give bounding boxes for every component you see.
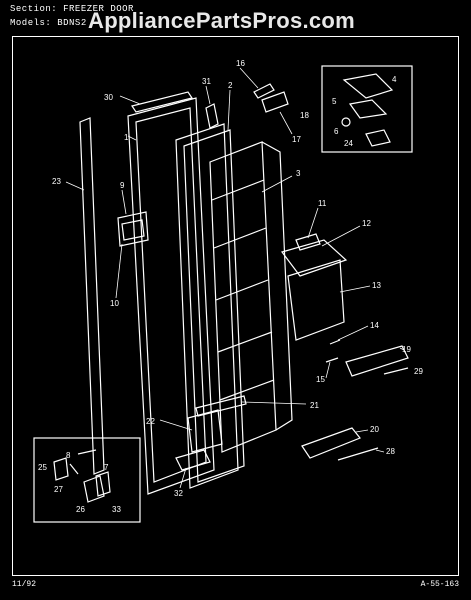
- models-line: Models: BDNS2: [10, 18, 87, 28]
- footer-date: 11/92: [12, 580, 37, 589]
- part-25-bracket: [53, 457, 69, 481]
- part-27-spring: [69, 463, 79, 475]
- part-16-hinge-pin: [253, 83, 275, 99]
- callout-2: 2: [228, 81, 233, 90]
- part-14-screw: [329, 339, 341, 345]
- callout-9: 9: [120, 181, 125, 190]
- callout-11: 11: [318, 199, 327, 208]
- diagram-frame: [12, 36, 459, 576]
- models-value: BDNS2: [57, 18, 87, 28]
- inset-hinge-box: [321, 65, 413, 153]
- callout-29: 29: [414, 367, 423, 376]
- inset-dispenser-box: [33, 437, 141, 523]
- callout-24: 24: [344, 139, 353, 148]
- callout-19: 19: [402, 345, 411, 354]
- part-21-bottom-gasket: [195, 395, 247, 417]
- callout-18: 18: [300, 111, 309, 120]
- part-20-handle: [301, 427, 361, 459]
- callout-15: 15: [316, 375, 325, 384]
- section-line: Section: FREEZER DOOR: [10, 4, 134, 14]
- callout-23: 23: [52, 177, 61, 186]
- part-26-lever: [83, 475, 105, 503]
- callout-5: 5: [332, 97, 337, 106]
- section-label: Section:: [10, 4, 58, 14]
- part-6-bushing: [341, 117, 351, 127]
- callout-26: 26: [76, 505, 85, 514]
- callout-14: 14: [370, 321, 379, 330]
- callout-1: 1: [124, 133, 129, 142]
- part-5-hinge: [348, 99, 388, 119]
- part-17-hinge-bracket: [261, 91, 289, 113]
- part-23-trim-strip: [79, 117, 105, 475]
- callout-21: 21: [310, 401, 319, 410]
- part-4-hinge-cover: [342, 73, 394, 99]
- callout-32: 32: [174, 489, 183, 498]
- part-33-paddle: [95, 471, 111, 497]
- callout-17: 17: [292, 135, 301, 144]
- callout-25: 25: [38, 463, 47, 472]
- part-10-window-trim: [121, 219, 145, 241]
- part-19-door-bin: [345, 345, 409, 377]
- footer-ref: A-55-163: [420, 580, 459, 589]
- part-12-chute-top: [280, 239, 348, 277]
- callout-22: 22: [146, 417, 155, 426]
- callout-7: 7: [104, 463, 109, 472]
- callout-28: 28: [386, 447, 395, 456]
- part-8-pin: [77, 449, 97, 455]
- callout-31: 31: [202, 77, 211, 86]
- callout-4: 4: [392, 75, 397, 84]
- callout-30: 30: [104, 93, 113, 102]
- callout-33: 33: [112, 505, 121, 514]
- callout-6: 6: [334, 127, 339, 136]
- callout-20: 20: [370, 425, 379, 434]
- watermark: AppliancePartsPros.com: [88, 8, 356, 33]
- part-29-bin-trim: [383, 367, 409, 375]
- part-31-gasket: [175, 123, 239, 489]
- part-24-plate: [365, 129, 391, 147]
- callout-10: 10: [110, 299, 119, 308]
- callout-16: 16: [236, 59, 245, 68]
- part-22-bottom-trim: [187, 409, 223, 453]
- callout-27: 27: [54, 485, 63, 494]
- models-label: Models:: [10, 18, 52, 28]
- callout-3: 3: [296, 169, 301, 178]
- callout-labels: 30 1 31 2 3 23 9 10 16 18 17 4 5 6 24 11…: [38, 59, 423, 514]
- part-13-dispenser-housing: [287, 259, 345, 341]
- callout-12: 12: [362, 219, 371, 228]
- part-15-screw: [325, 357, 339, 363]
- callout-13: 13: [372, 281, 381, 290]
- part-1-door-panel: [127, 97, 215, 495]
- part-30-top-cap: [131, 91, 193, 113]
- part-9-window-frame: [117, 211, 149, 247]
- callout-8: 8: [66, 451, 71, 460]
- section-value: FREEZER DOOR: [63, 4, 134, 14]
- part-28-handle-trim: [337, 447, 379, 461]
- part-2-liner-frame: [183, 129, 245, 483]
- part-32-bracket: [175, 449, 211, 471]
